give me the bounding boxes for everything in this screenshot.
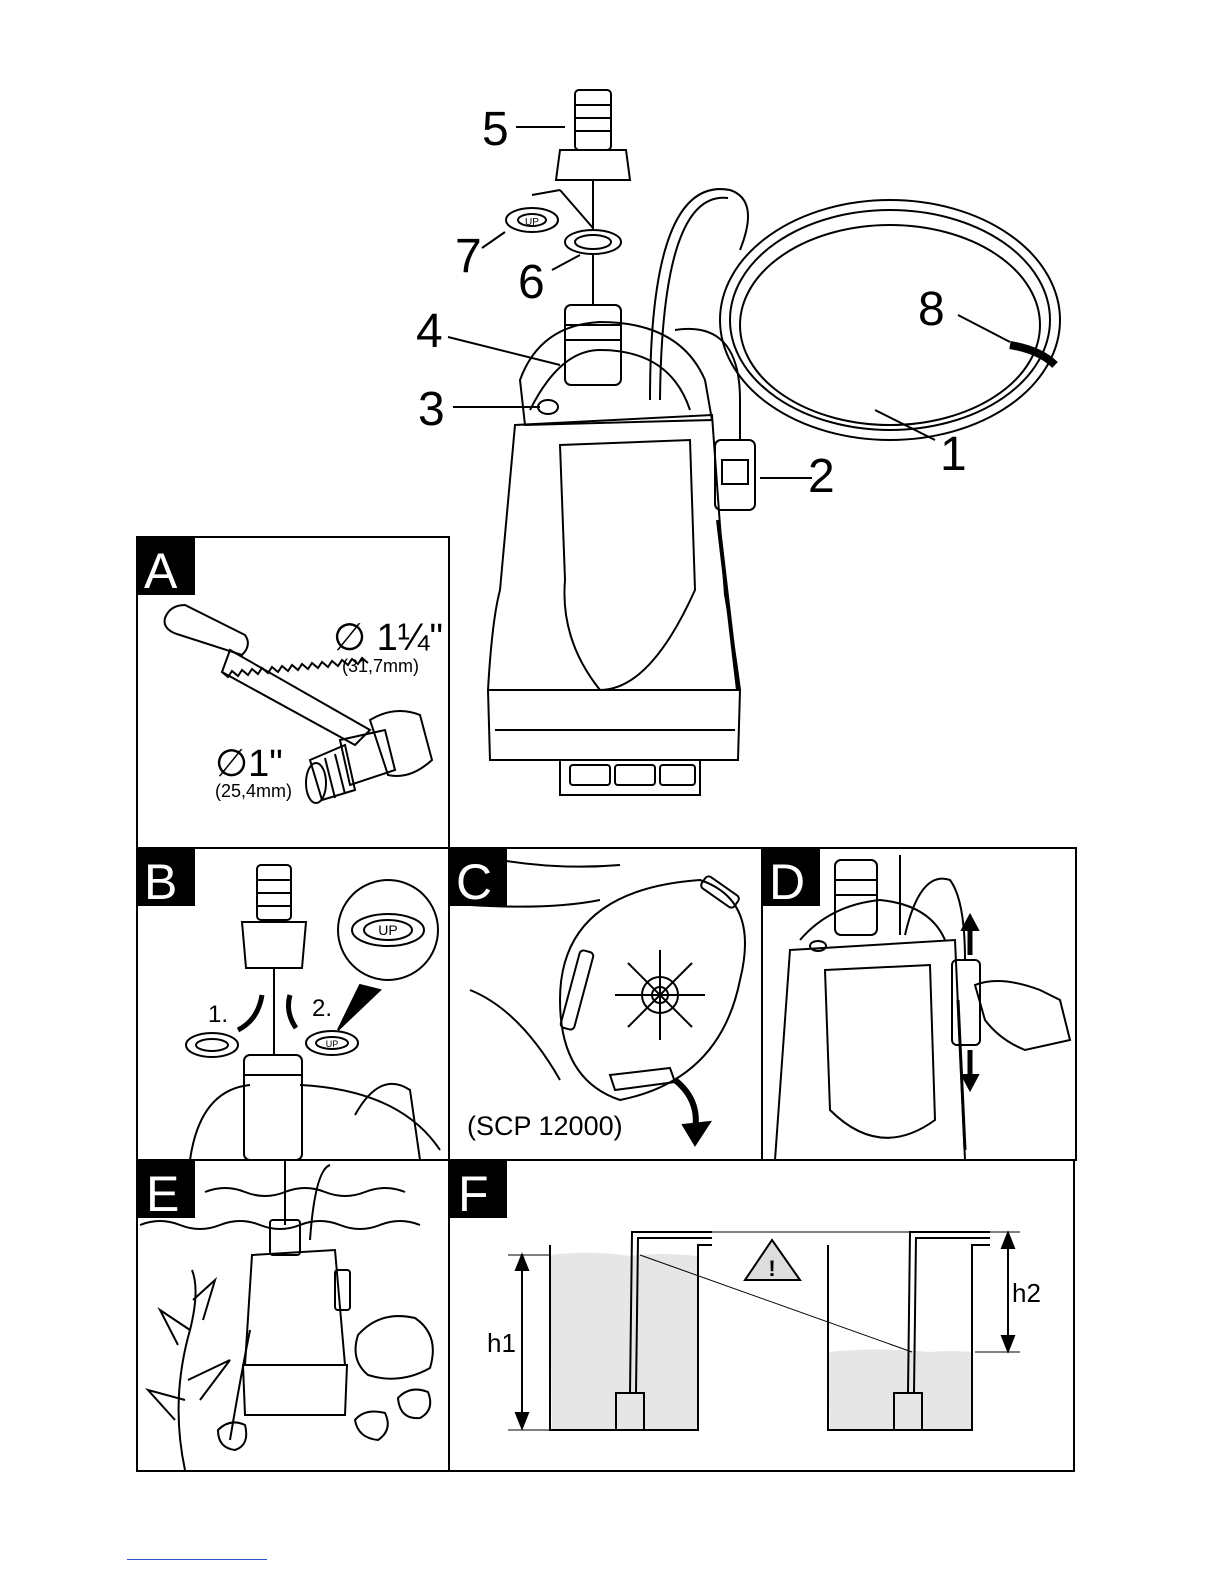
vent-screw: [538, 400, 558, 414]
release-clip: [610, 1068, 675, 1090]
d-pressure-outlet: [835, 860, 877, 935]
water-surface-2: [140, 1221, 420, 1229]
rock-1: [356, 1316, 433, 1379]
check-valve-label: UP: [525, 217, 539, 228]
panel-d-letter: D: [769, 854, 805, 910]
model-note: (SCP 12000): [467, 1111, 623, 1141]
step-1-label: 1.: [208, 1001, 228, 1028]
d-pump-housing: [775, 940, 965, 1160]
small-diameter-label: ∅1": [215, 743, 283, 785]
callout-7: 7: [455, 230, 482, 283]
water-surface-1: [205, 1188, 405, 1196]
footer-rule: [127, 1559, 267, 1560]
e-pump-housing: [245, 1250, 345, 1365]
coiled-cable: [720, 200, 1060, 440]
large-diameter-mm: (31,7mm): [342, 656, 419, 676]
svg-text:!: !: [768, 1256, 775, 1281]
panel-a-letter: A: [144, 543, 178, 599]
callout-5: 5: [482, 103, 509, 156]
panel-e-letter: E: [146, 1166, 179, 1222]
b-sealing-ring: [186, 1033, 238, 1057]
pump-base-disc: [560, 880, 745, 1100]
main-pump-assembly: UP: [448, 90, 1060, 795]
sealing-ring: [565, 230, 621, 254]
step-2-label: 2.: [312, 995, 332, 1022]
callout-3: 3: [418, 383, 445, 436]
b-valve-label: UP: [326, 1039, 339, 1049]
large-diameter-label: ∅ 1¼": [333, 617, 443, 659]
hand: [975, 981, 1070, 1050]
panel-c-illustration: [470, 860, 745, 1145]
panel-f-letter: F: [458, 1166, 489, 1222]
panel-c-letter: C: [456, 854, 492, 910]
callout-8: 8: [918, 283, 945, 336]
callout-6: 6: [518, 256, 545, 309]
float-cable: [675, 329, 740, 440]
cut-adapter: [306, 711, 432, 803]
callout-1: 1: [940, 428, 967, 481]
left-tank-water: [550, 1253, 698, 1430]
pump-housing: [488, 415, 740, 690]
rock-3: [355, 1412, 388, 1440]
callout-2: 2: [808, 450, 835, 503]
saw-handle: [165, 605, 248, 655]
panel-b-letter: B: [144, 854, 177, 910]
warning-triangle-icon: !: [745, 1240, 800, 1281]
h2-label: h2: [1012, 1278, 1041, 1308]
hose-adapter: [556, 90, 630, 180]
pressure-outlet: [565, 305, 621, 385]
impeller: [615, 950, 705, 1040]
callout-4: 4: [416, 305, 443, 358]
panel-f-illustration: !: [508, 1232, 1020, 1430]
rock-2: [398, 1390, 430, 1419]
h1-label: h1: [487, 1328, 516, 1358]
pump-base: [488, 690, 740, 760]
b-magnified-valve-label: UP: [378, 922, 397, 938]
small-diameter-mm: (25,4mm): [215, 781, 292, 801]
right-tank-water: [828, 1350, 972, 1431]
